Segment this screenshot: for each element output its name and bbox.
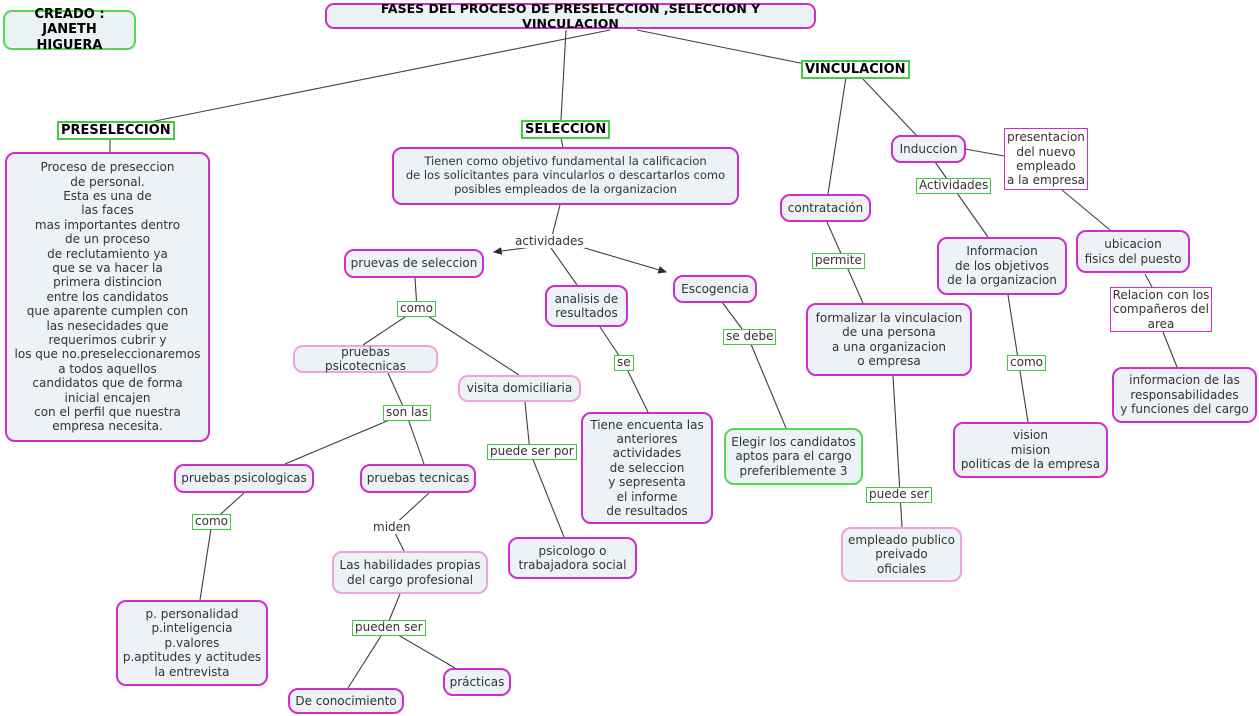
node-pruebas-psicologicas: pruebas psicologicas: [174, 464, 314, 493]
node-personalidad-lista: p. personalidad p.inteligencia p.valores…: [116, 600, 268, 686]
node-elegir-candidatos: Elegir los candidatos aptos para el carg…: [724, 428, 863, 485]
link-como-3: como: [1007, 355, 1046, 371]
node-escogencia: Escogencia: [673, 275, 757, 303]
map-title: FASES DEL PROCESO DE PRESELECCION ,SELEC…: [325, 1, 816, 31]
node-pruebas-tecnicas: pruebas tecnicas: [360, 464, 476, 493]
node-psicologo: psicologo o trabajadora social: [508, 537, 637, 579]
node-preseleccion-desc: Proceso de preseccion de personal. Esta …: [5, 152, 210, 442]
node-induccion: Induccion: [891, 135, 966, 163]
node-contratacion: contratación: [780, 194, 871, 222]
node-seleccion-desc: Tienen como objetivo fundamental la cali…: [392, 147, 739, 205]
node-habilidades: Las habilidades propias del cargo profes…: [332, 551, 488, 594]
node-pruebas-psicotecnicas: pruebas psicotecnicas: [293, 345, 438, 373]
link-puede-ser: puede ser: [866, 487, 932, 503]
node-visita-domiciliaria: visita domiciliaria: [458, 375, 581, 402]
link-se-debe: se debe: [723, 329, 777, 345]
node-de-conocimiento: De conocimiento: [288, 688, 404, 714]
node-relacion-companeros: Relacion con los compañeros del area: [1110, 287, 1212, 332]
section-vinculacion: VINCULACION: [801, 60, 910, 79]
section-preseleccion: PRESELECCION: [57, 121, 175, 140]
link-como-1: como: [397, 301, 436, 317]
node-informacion-objetivos: Informacion de los objetivos de la organ…: [937, 237, 1067, 295]
node-vision-mision: vision mision politicas de la empresa: [953, 422, 1108, 478]
link-permite: permite: [812, 253, 865, 269]
section-seleccion: SELECCION: [521, 120, 611, 139]
node-info-responsabilidades: informacion de las responsabilidades y f…: [1112, 367, 1257, 423]
node-ubicacion-puesto: ubicacion fisics del puesto: [1076, 230, 1190, 273]
link-son-las: son las: [383, 405, 431, 421]
link-se: se: [614, 355, 634, 371]
node-presentacion-empleado: presentacion del nuevo empleado a la emp…: [1004, 128, 1088, 190]
link-miden: miden: [372, 520, 412, 534]
node-pruevas-de-seleccion: pruevas de seleccion: [344, 249, 484, 278]
link-como-2: como: [192, 514, 231, 530]
node-analisis-de-resultados: analisis de resultados: [545, 285, 628, 327]
node-tiene-encuenta: Tiene encuenta las anteriores actividade…: [581, 412, 713, 524]
link-actividades: actividades: [514, 234, 585, 248]
link-puede-ser-por: puede ser por: [487, 444, 577, 460]
node-empleado-publico: empleado publico preivado oficiales: [841, 527, 962, 582]
node-practicas: prácticas: [443, 668, 511, 696]
link-actividades-2: Actividades: [916, 178, 992, 194]
creator-box: CREADO : JANETH HIGUERA: [3, 7, 136, 53]
node-formalizar-vinculacion: formalizar la vinculacion de una persona…: [806, 303, 972, 376]
link-pueden-ser: pueden ser: [352, 620, 426, 636]
